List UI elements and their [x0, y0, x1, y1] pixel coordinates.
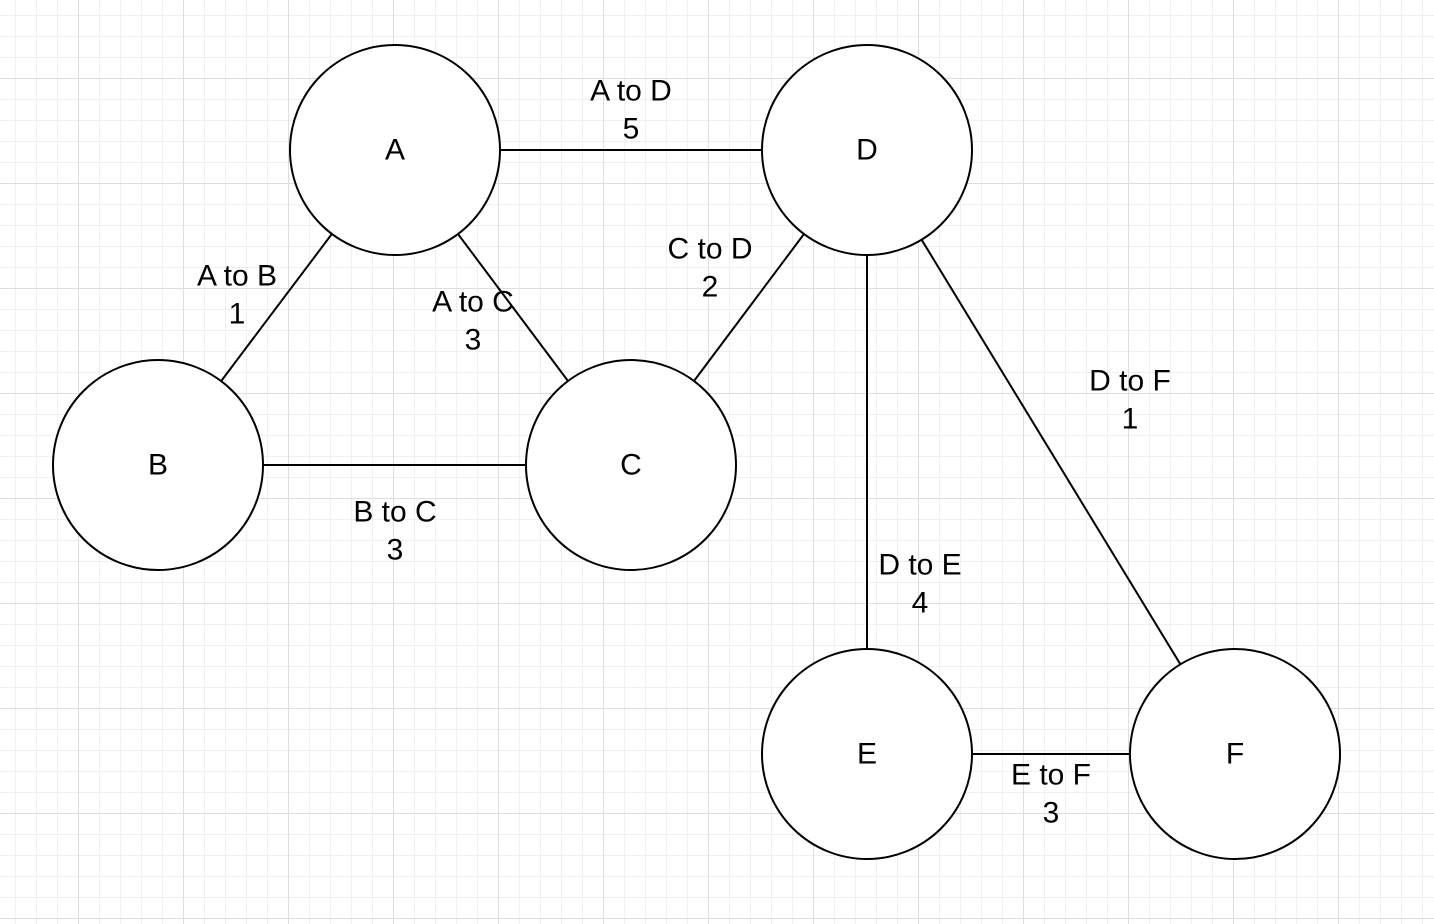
edge-weight-a-d: 5 — [623, 113, 640, 146]
edge-d-f[interactable] — [920, 239, 1182, 665]
edge-a-b[interactable] — [220, 233, 333, 382]
node-circle-d[interactable] — [761, 44, 973, 256]
node-d[interactable]: D — [761, 44, 973, 256]
node-label-a: A — [385, 134, 405, 167]
edge-labels-layer: A to D 5 A to B 1 A to C 3 B to C 3 C to D 2 D to … — [197, 75, 1171, 830]
node-label-e: E — [857, 738, 877, 771]
edge-label-b-c: B to C — [353, 496, 436, 529]
node-circle-a[interactable] — [289, 44, 501, 256]
node-label-b: B — [148, 449, 168, 482]
edge-label-e-f: E to F — [1011, 759, 1091, 792]
edge-c-d[interactable] — [693, 233, 805, 382]
edge-weight-d-e: 4 — [912, 587, 929, 620]
edge-weight-b-c: 3 — [387, 534, 404, 567]
node-c[interactable]: C — [525, 359, 737, 571]
edge-weight-a-b: 1 — [229, 298, 246, 331]
edge-label-a-d: A to D — [590, 75, 672, 108]
edges-layer — [220, 149, 1182, 755]
node-circle-b[interactable] — [52, 359, 264, 571]
node-label-f: F — [1226, 738, 1244, 771]
edge-weight-c-d: 2 — [702, 271, 719, 304]
node-a[interactable]: A — [289, 44, 501, 256]
edge-label-a-c: A to C — [432, 286, 514, 319]
nodes-layer: A B C D E F — [52, 44, 1341, 860]
edge-label-d-e: D to E — [878, 549, 961, 582]
node-circle-e[interactable] — [761, 648, 973, 860]
node-label-c: C — [620, 449, 642, 482]
node-circle-c[interactable] — [525, 359, 737, 571]
edge-label-d-f: D to F — [1089, 365, 1171, 398]
edge-label-a-b: A to B — [197, 260, 277, 293]
node-b[interactable]: B — [52, 359, 264, 571]
edge-weight-d-f: 1 — [1122, 403, 1139, 436]
edge-weight-e-f: 3 — [1043, 797, 1060, 830]
node-e[interactable]: E — [761, 648, 973, 860]
edge-label-c-d: C to D — [667, 233, 752, 266]
edge-a-c[interactable] — [457, 233, 569, 382]
edge-weight-a-c: 3 — [465, 324, 482, 357]
node-label-d: D — [856, 134, 878, 167]
node-circle-f[interactable] — [1129, 648, 1341, 860]
node-f[interactable]: F — [1129, 648, 1341, 860]
